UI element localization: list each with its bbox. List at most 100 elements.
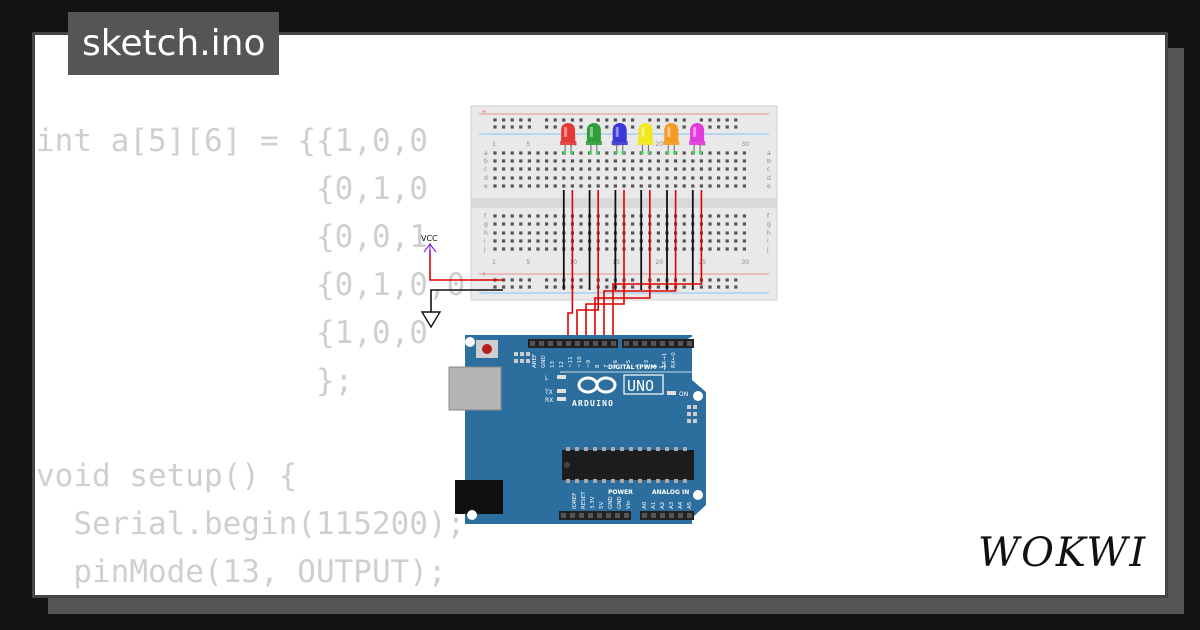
row-letter: c	[484, 166, 487, 173]
terminal-hole	[527, 151, 531, 155]
led-pin-marker	[673, 151, 677, 154]
rail-hole	[682, 278, 686, 282]
terminal-hole	[553, 176, 557, 180]
rail-hole	[682, 125, 686, 129]
digital-pin-label: GND	[541, 355, 547, 368]
terminal-hole	[545, 184, 549, 188]
terminal-hole	[631, 231, 635, 235]
terminal-hole	[519, 184, 523, 188]
led-pin-marker	[588, 151, 592, 154]
rail-hole	[562, 118, 566, 122]
rail-hole	[605, 118, 609, 122]
rail-hole	[605, 278, 609, 282]
chip-pin	[674, 479, 678, 483]
analog-pin-label: A5	[687, 501, 693, 509]
terminal-hole	[674, 167, 678, 171]
led-pin-marker	[699, 151, 703, 154]
terminal-hole	[631, 184, 635, 188]
terminal-hole	[717, 167, 721, 171]
terminal-hole	[545, 151, 549, 155]
terminal-hole	[734, 239, 738, 243]
terminal-hole	[502, 184, 506, 188]
terminal-hole	[682, 231, 686, 235]
terminal-hole	[734, 247, 738, 251]
terminal-hole	[527, 167, 531, 171]
terminal-hole	[579, 239, 583, 243]
header-pin	[633, 341, 638, 346]
uno-badge	[623, 374, 664, 395]
terminal-hole	[691, 184, 695, 188]
chip-pin	[593, 479, 597, 483]
terminal-hole	[656, 231, 660, 235]
terminal-hole	[742, 159, 746, 163]
power-pin-label: RESET	[581, 491, 587, 509]
terminal-hole	[510, 231, 514, 235]
terminal-hole	[708, 231, 712, 235]
terminal-hole	[708, 176, 712, 180]
terminal-hole	[510, 239, 514, 243]
terminal-hole	[742, 151, 746, 155]
terminal-hole	[639, 176, 643, 180]
icsp-pin	[520, 359, 524, 363]
terminal-hole	[622, 159, 626, 163]
terminal-hole	[562, 176, 566, 180]
header-pin	[669, 513, 674, 518]
rail-hole	[527, 285, 531, 289]
terminal-hole	[682, 184, 686, 188]
chip-pin	[584, 447, 588, 451]
rail-hole	[493, 285, 497, 289]
board-led-label: RX	[545, 397, 553, 404]
ground-icon	[420, 311, 442, 329]
terminal-hole	[717, 184, 721, 188]
rail-hole	[510, 118, 514, 122]
rail-hole	[502, 278, 506, 282]
mounting-hole	[693, 490, 703, 500]
terminal-hole	[708, 159, 712, 163]
board-led	[557, 397, 566, 401]
terminal-hole	[519, 231, 523, 235]
vcc-wire	[429, 250, 503, 281]
terminal-hole	[605, 239, 609, 243]
terminal-hole	[699, 159, 703, 163]
rail-hole	[570, 118, 574, 122]
rail-hole	[502, 285, 506, 289]
header-pin	[669, 341, 674, 346]
terminal-hole	[699, 184, 703, 188]
terminal-hole	[725, 167, 729, 171]
analog-header	[640, 511, 694, 520]
terminal-hole	[502, 151, 506, 155]
led-pin-marker	[570, 151, 574, 154]
terminal-hole	[734, 167, 738, 171]
terminal-hole	[519, 159, 523, 163]
rail-hole	[553, 278, 557, 282]
terminal-hole	[519, 176, 523, 180]
power-pin-label: 3.3V	[590, 496, 596, 509]
icsp-pin	[514, 352, 518, 356]
header-pin	[642, 513, 647, 518]
rail-hole	[717, 278, 721, 282]
terminal-hole	[717, 176, 721, 180]
terminal-hole	[519, 167, 523, 171]
terminal-hole	[742, 184, 746, 188]
rail-hole	[605, 125, 609, 129]
header-pin	[606, 513, 611, 518]
row-letter: j	[483, 246, 486, 253]
led-pin-marker	[647, 151, 651, 154]
terminal-hole	[717, 159, 721, 163]
led-highlight	[641, 127, 645, 137]
chip-pin	[575, 479, 579, 483]
header-pin	[687, 341, 692, 346]
power-pin-label: Vin	[626, 500, 632, 509]
file-tab[interactable]: sketch.ino	[68, 12, 280, 75]
uno-label: UNO	[627, 377, 654, 395]
column-number: 15	[612, 259, 620, 266]
digital-pin-label: 7	[604, 364, 610, 368]
led-dome	[612, 123, 627, 142]
icsp-pin	[514, 359, 518, 363]
rail-hole	[519, 278, 523, 282]
chip-pin	[611, 479, 615, 483]
terminal-hole	[656, 167, 660, 171]
header-pin	[575, 341, 580, 346]
rail-hole	[622, 118, 626, 122]
